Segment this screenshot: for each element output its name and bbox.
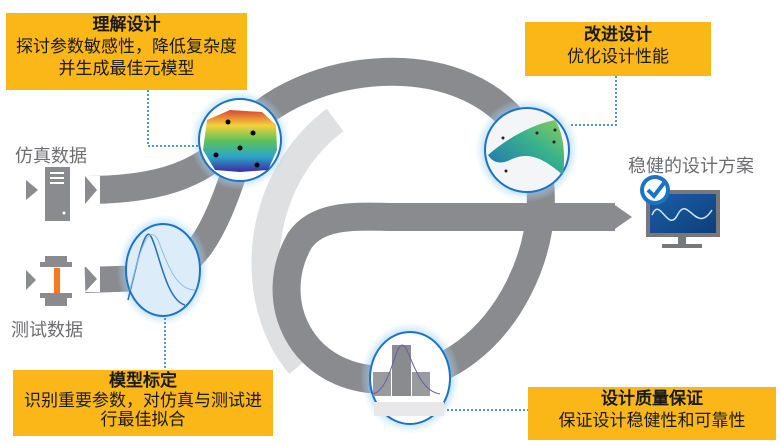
improve-design-desc: 优化设计性能 (567, 47, 669, 68)
quality-assurance-title: 设计质量保证 (601, 389, 703, 409)
model-calibration-desc: 识别重要参数，对仿真与测试进行最佳拟合 (24, 390, 262, 431)
model-calibration-title: 模型标定 (109, 371, 177, 391)
calibration-curves-image (117, 214, 209, 326)
robust-design-label: 稳健的设计方案 (628, 156, 754, 177)
checkmark-badge-icon (640, 175, 670, 205)
improve-design-title: 改进设计 (584, 25, 652, 45)
sim-input-notch (85, 176, 100, 204)
improve-design-box: 改进设计 优化设计性能 (525, 22, 711, 76)
quality-assurance-box: 设计质量保证 保证设计稳健性和可靠性 (528, 387, 776, 440)
model-calibration-box: 模型标定 识别重要参数，对仿真与测试进行最佳拟合 (13, 370, 273, 436)
output-arrow-head (612, 203, 632, 231)
monitor-icon (646, 190, 720, 248)
understand-design-title: 理解设计 (92, 15, 161, 35)
test-data-label: 测试数据 (11, 320, 83, 341)
server-icon (26, 167, 70, 221)
quality-assurance-desc: 保证设计稳健性和可靠性 (558, 411, 746, 432)
metamodel-surface-image (190, 90, 290, 190)
histogram-image (360, 322, 460, 434)
sim-data-label: 仿真数据 (15, 146, 87, 167)
optimization-surface-image (475, 98, 579, 202)
test-rig-icon (26, 256, 72, 306)
leader-line-improve (569, 76, 617, 126)
understand-design-box: 理解设计 探讨参数敏感性，降低复杂度并生成最佳元模型 (6, 13, 247, 90)
background-arc (251, 108, 344, 375)
understand-design-desc: 探讨参数敏感性，降低复杂度并生成最佳元模型 (16, 37, 237, 80)
test-input-notch (85, 266, 100, 292)
leader-line-understand (147, 90, 198, 147)
